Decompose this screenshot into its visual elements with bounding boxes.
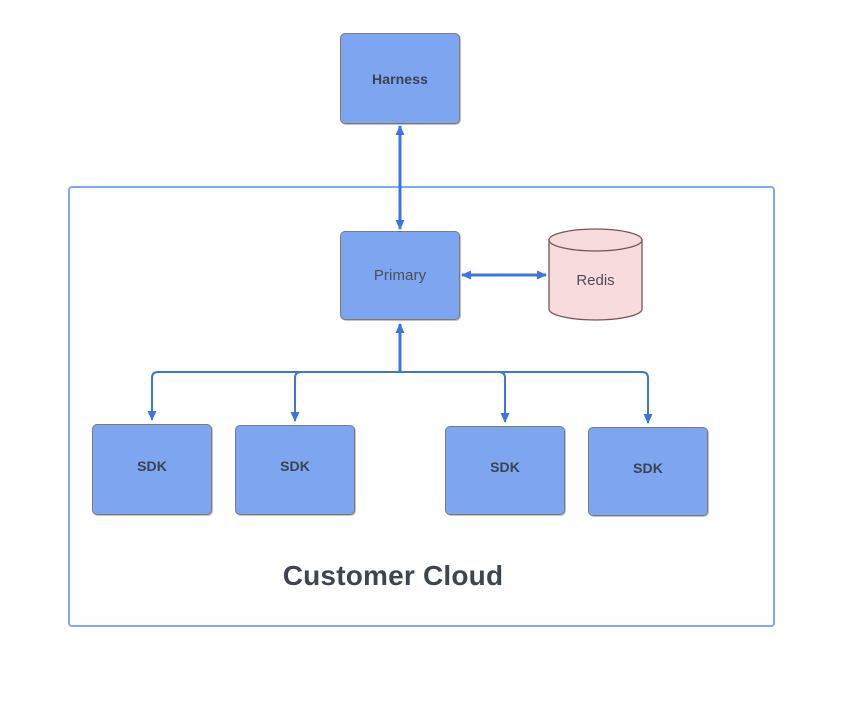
node-sdk-2[interactable]: SDK [235,425,355,515]
node-sdk-4[interactable]: SDK [588,427,708,516]
cylinder-shape [548,228,643,321]
node-primary[interactable]: Primary [340,231,460,320]
node-sdk-4-label: SDK [633,459,663,476]
node-harness[interactable]: Harness [340,33,460,124]
node-sdk-1[interactable]: SDK [92,424,212,515]
node-redis[interactable]: Redis [548,228,643,321]
node-sdk-3-label: SDK [490,458,520,475]
node-sdk-2-label: SDK [280,458,310,474]
node-sdk-3[interactable]: SDK [445,426,565,515]
customer-cloud-container [68,186,775,627]
node-redis-label: Redis [576,272,615,289]
node-harness-label: Harness [372,70,428,87]
node-sdk-1-label: SDK [137,457,167,474]
customer-cloud-title: Customer Cloud [282,560,504,591]
node-primary-label: Primary [373,267,427,284]
